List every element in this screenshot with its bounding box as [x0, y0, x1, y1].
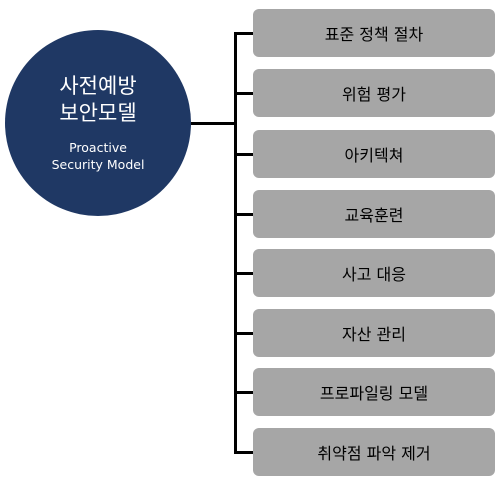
branch-line-2 [234, 92, 254, 95]
branch-line-7 [234, 391, 254, 394]
item-box-2: 위험 평가 [253, 69, 495, 117]
branch-line-3 [234, 153, 254, 156]
item-box-8: 취약점 파악 제거 [253, 428, 495, 476]
item-box-1: 표준 정책 절차 [253, 9, 495, 57]
branch-line-8 [234, 451, 254, 454]
branch-line-5 [234, 272, 254, 275]
hub-title-line-1: 사전예방 [59, 74, 137, 98]
item-box-7: 프로파일링 모델 [253, 368, 495, 416]
hub-subtitle-line-2: Security Model [51, 157, 145, 172]
branch-line-6 [234, 332, 254, 335]
hub-connector-line [191, 122, 236, 125]
hub-subtitle: Proactive Security Model [52, 139, 145, 173]
hub-circle: 사전예방 보안모델 Proactive Security Model [5, 30, 191, 216]
item-box-3: 아키텍쳐 [253, 130, 495, 178]
item-box-5: 사고 대응 [253, 249, 495, 297]
item-box-4: 교육훈련 [253, 190, 495, 238]
hub-subtitle-line-1: Proactive [69, 140, 127, 155]
hub-title-line-2: 보안모델 [59, 101, 137, 125]
branch-line-4 [234, 213, 254, 216]
item-box-6: 자산 관리 [253, 309, 495, 357]
branch-line-1 [234, 32, 254, 35]
trunk-line [234, 33, 237, 453]
